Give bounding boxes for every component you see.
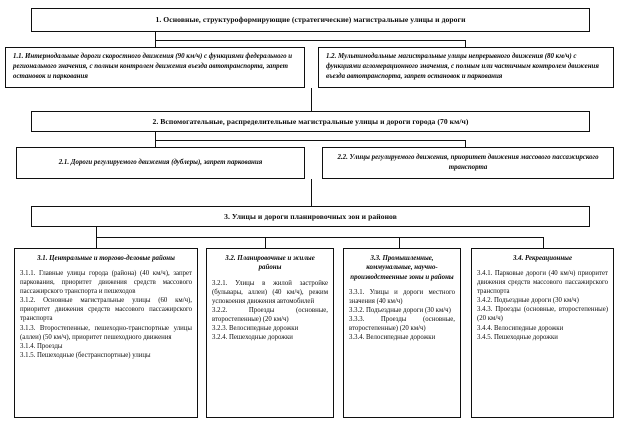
connector-l3-to-33 bbox=[399, 237, 400, 248]
connector-l2-to-21 bbox=[155, 140, 156, 147]
level-3-header-box: 3. Улицы и дороги планировочных зон и ра… bbox=[31, 206, 590, 227]
list-item: 3.1.1. Главные улицы города (района) (40… bbox=[20, 270, 192, 296]
connector-spine-l1-l2 bbox=[311, 88, 312, 111]
column-title-3-3: 3.3. Промышленные, коммунальные, научно-… bbox=[350, 255, 454, 281]
connector-spine-l2-l3 bbox=[311, 179, 312, 206]
connector-l2-to-22 bbox=[465, 140, 466, 147]
connector-l1-stem bbox=[155, 32, 156, 40]
list-item: 3.4.3. Проезды (основные, второстепенные… bbox=[477, 306, 608, 323]
list-item: 3.4.5. Пешеходные дорожки bbox=[477, 333, 558, 341]
column-list-3-1: 3.1.1. Главные улицы города (района) (40… bbox=[19, 269, 193, 359]
column-title-3-4: 3.4. Рекреационные bbox=[512, 255, 573, 262]
list-item: 3.3.4. Велосипедные дорожки bbox=[349, 334, 436, 342]
list-item: 3.3.2. Подъездные дороги (30 км/ч) bbox=[349, 307, 451, 314]
level-3-title: 3. Улицы и дороги планировочных зон и ра… bbox=[224, 211, 397, 221]
node-2-1-text: 2.1. Дороги регулируемого движения (дубл… bbox=[58, 159, 263, 166]
connector-l1-bus bbox=[155, 40, 466, 41]
list-item: 3.2.4. Пешеходные дорожки bbox=[212, 333, 293, 341]
column-box-3-3: 3.3. Промышленные, коммунальные, научно-… bbox=[343, 248, 461, 418]
column-list-3-3: 3.3.1. Улицы и дороги местного значения … bbox=[348, 288, 456, 342]
column-list-3-2: 3.2.1. Улицы в жилой застройке (бульвары… bbox=[211, 279, 329, 342]
level-1-header-box: 1. Основные, структуроформирующие (страт… bbox=[31, 8, 590, 32]
connector-l1-to-11 bbox=[155, 40, 156, 47]
list-item: 3.2.3. Велосипедные дорожки bbox=[212, 324, 299, 332]
list-item: 3.4.4. Велосипедные дорожки bbox=[477, 324, 564, 332]
connector-l3-to-34 bbox=[543, 237, 544, 248]
list-item: 3.1.4. Проезды bbox=[20, 342, 63, 350]
connector-l3-stem bbox=[96, 227, 97, 237]
connector-l2-stem bbox=[155, 132, 156, 140]
list-item: 3.2.2. Проезды (основные, второстепенные… bbox=[212, 306, 328, 323]
list-item: 3.3.1. Улицы и дороги местного значения … bbox=[349, 288, 455, 305]
list-item: 3.2.1. Улицы в жилой застройке (бульвары… bbox=[212, 279, 328, 305]
connector-l1-to-12 bbox=[465, 40, 466, 47]
column-list-3-4: 3.4.1. Парковые дороги (40 км/ч) приорит… bbox=[476, 269, 609, 341]
connector-l3-bus bbox=[96, 237, 543, 238]
node-1-1-text: 1.1. Интермодальные дороги скоростного д… bbox=[13, 53, 293, 80]
node-1-2-box: 1.2. Мультимодальные магистральные улицы… bbox=[318, 47, 614, 88]
list-item: 3.1.3. Второстепенные, пешеходно-транспо… bbox=[20, 324, 192, 341]
column-box-3-1: 3.1. Центральные и торгово-деловые район… bbox=[14, 248, 198, 418]
level-2-header-box: 2. Вспомогательные, распределительные ма… bbox=[31, 111, 590, 132]
node-2-2-box: 2.2. Улицы регулируемого движения, приор… bbox=[322, 147, 614, 179]
node-2-1-box: 2.1. Дороги регулируемого движения (дубл… bbox=[16, 147, 305, 179]
level-2-title: 2. Вспомогательные, распределительные ма… bbox=[152, 116, 469, 126]
list-item: 3.1.5. Пешеходные (бестранспортные) улиц… bbox=[20, 351, 151, 359]
level-1-title: 1. Основные, структуроформирующие (страт… bbox=[155, 15, 466, 25]
node-1-2-text: 1.2. Мультимодальные магистральные улицы… bbox=[326, 53, 599, 80]
node-1-1-box: 1.1. Интермодальные дороги скоростного д… bbox=[5, 47, 305, 88]
column-box-3-2: 3.2. Планировочные и жилые районы 3.2.1.… bbox=[206, 248, 334, 418]
connector-l3-to-32 bbox=[265, 237, 266, 248]
list-item: 3.3.3. Проезды (основные, второстепенные… bbox=[349, 316, 455, 333]
list-item: 3.1.2. Основные магистральные улицы (60 … bbox=[20, 297, 192, 323]
list-item: 3.4.1. Парковые дороги (40 км/ч) приорит… bbox=[477, 270, 608, 296]
column-title-3-2: 3.2. Планировочные и жилые районы bbox=[225, 255, 315, 272]
node-2-2-text: 2.2. Улицы регулируемого движения, приор… bbox=[337, 154, 599, 171]
column-title-3-1: 3.1. Центральные и торгово-деловые район… bbox=[37, 255, 175, 262]
connector-l3-to-31 bbox=[96, 237, 97, 248]
column-box-3-4: 3.4. Рекреационные 3.4.1. Парковые дорог… bbox=[471, 248, 614, 418]
list-item: 3.4.2. Подъездные дороги (30 км/ч) bbox=[477, 297, 579, 305]
connector-l2-bus bbox=[155, 140, 466, 141]
